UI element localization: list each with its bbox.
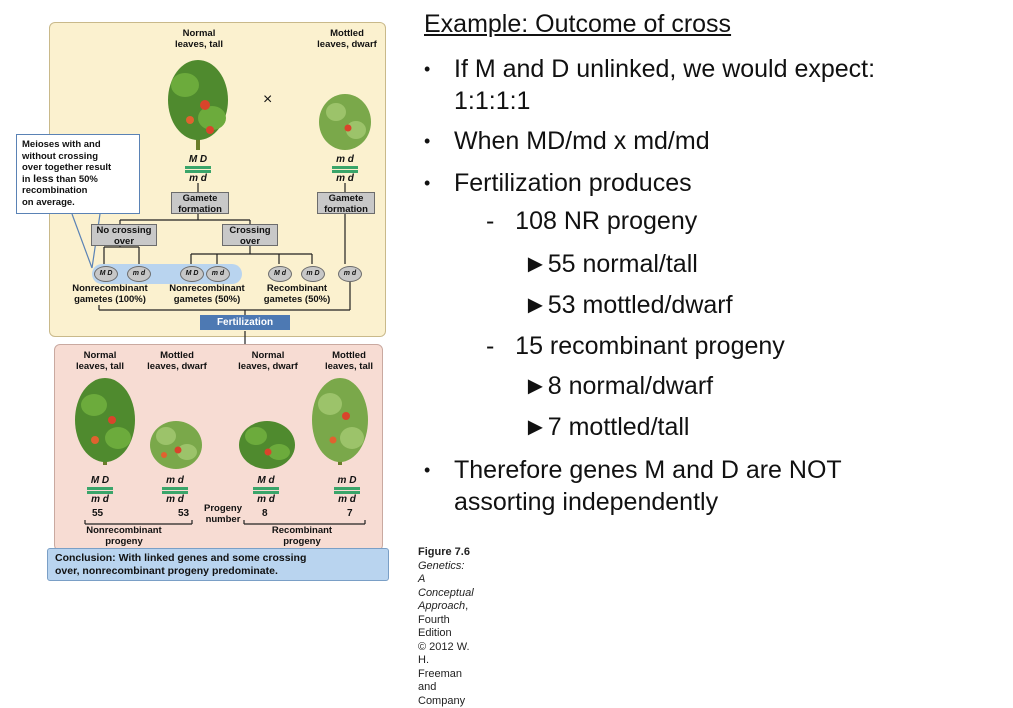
fertilization-bar: Fertilization: [200, 315, 290, 330]
crossing-over-box: Crossing over: [222, 224, 278, 246]
no-crossing-over-box: No crossing over: [91, 224, 157, 246]
count-mottled-tall: 7: [347, 508, 353, 519]
parent-left-label: Normal leaves, tall: [172, 28, 226, 50]
gamete: m d: [206, 266, 230, 282]
count-normal-dwarf: 8: [262, 508, 268, 519]
plant-icon: [319, 94, 371, 150]
sub-normal-dwarf: ►8 normal/dwarf: [523, 372, 713, 401]
nonrecombinant-progeny-label: Nonrecombinant progeny: [78, 525, 170, 547]
sub-mottled-tall: ►7 mottled/tall: [523, 413, 689, 442]
slide-heading: Example: Outcome of cross: [424, 10, 731, 39]
figure-lines: [0, 0, 410, 618]
nonrecombinant-gametes-100: Nonrecombinant gametes (100%): [64, 283, 156, 305]
progeny-label-3: Normal leaves, dwarf: [231, 350, 305, 372]
gamete-formation-left: Gamete formation: [171, 192, 229, 214]
nonrecombinant-gametes-50: Nonrecombinant gametes (50%): [162, 283, 252, 305]
copyright: © 2012 W. H. Freeman and Company: [418, 641, 474, 708]
count-mottled-dwarf: 53: [178, 508, 189, 519]
meiosis-callout: Meioses with and without crossing over t…: [16, 134, 140, 214]
plant-icon: [150, 421, 202, 469]
conclusion-box: Conclusion: With linked genes and some c…: [47, 548, 389, 581]
sub-nr-progeny: - 108 NR progeny: [486, 207, 697, 236]
figure-number: Figure 7.6: [418, 546, 474, 560]
count-normal-tall: 55: [92, 508, 103, 519]
bullet-fertilization: • Fertilization produces: [424, 167, 924, 199]
sub-recombinant-progeny: - 15 recombinant progeny: [486, 332, 785, 361]
gamete: m D: [301, 266, 325, 282]
gamete: M D: [94, 266, 118, 282]
figure-7-6: Normal leaves, tall Mottled leaves, dwar…: [0, 0, 410, 618]
gamete-formation-right: Gamete formation: [317, 192, 375, 214]
gamete: m d: [338, 266, 362, 282]
plant-icon: [168, 60, 228, 150]
progeny-label-4: Mottled leaves, tall: [321, 350, 377, 372]
bullet-conclusion: • Therefore genes M and D are NOT assort…: [424, 454, 984, 518]
gamete: m d: [127, 266, 151, 282]
parent-right-label: Mottled leaves, dwarf: [310, 28, 384, 50]
recombinant-progeny-label: Recombinant progeny: [262, 525, 342, 547]
progeny-label-1: Normal leaves, tall: [73, 350, 127, 372]
sub-mottled-dwarf: ►53 mottled/dwarf: [523, 291, 733, 320]
gamete: M d: [268, 266, 292, 282]
plant-icon: [312, 378, 368, 465]
progeny-label-2: Mottled leaves, dwarf: [140, 350, 214, 372]
sub-normal-tall: ►55 normal/tall: [523, 250, 698, 279]
bullet-cross: • When MD/md x md/md: [424, 125, 924, 157]
figure-caption: Figure 7.6 Genetics: A Conceptual Approa…: [418, 546, 474, 708]
plant-icon: [239, 421, 295, 469]
cross-symbol: ×: [263, 94, 272, 105]
bullet-unlinked-expectation: • If M and D unlinked, we would expect: …: [424, 53, 984, 117]
recombinant-gametes-50: Recombinant gametes (50%): [255, 283, 339, 305]
gamete: M D: [180, 266, 204, 282]
progeny-number-label: Progeny number: [200, 503, 246, 525]
plant-icon: [75, 378, 135, 465]
book-title: Genetics: A Conceptual Approach, Fourth …: [418, 560, 474, 641]
